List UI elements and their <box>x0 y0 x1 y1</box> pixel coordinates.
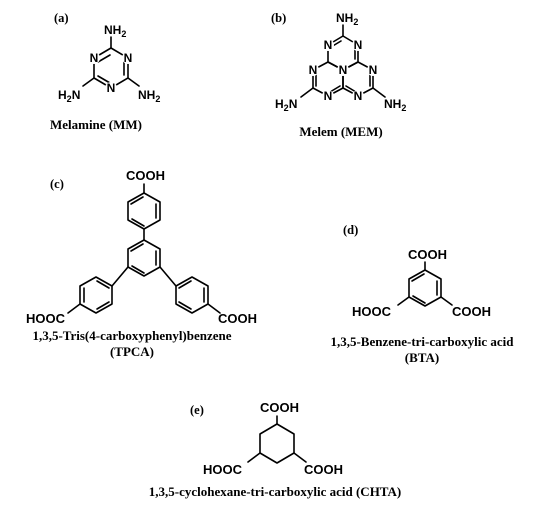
bta-caption-line2: (BTA) <box>405 350 439 365</box>
bta-bonds <box>397 261 453 307</box>
panel-d-bta: (d) COOH COOH HOOC 1,3,5-Benzene-tri-car… <box>330 223 514 365</box>
atom-n: N <box>354 38 363 52</box>
carboxyl-group: COOH <box>218 311 257 326</box>
panel-b-label: (b) <box>271 11 286 25</box>
atom-n: N <box>107 81 116 95</box>
chta-bonds <box>247 415 307 464</box>
melem-bonds <box>300 24 386 98</box>
atom-n: N <box>369 63 378 77</box>
panel-a-label: (a) <box>54 11 69 25</box>
amine-group: NH2 <box>336 11 358 27</box>
melamine-atoms: N N N NH2 NH2 H2N <box>58 23 160 104</box>
tpca-caption-line1: 1,3,5-Tris(4-carboxyphenyl)benzene <box>32 328 231 343</box>
atom-n: N <box>124 51 133 65</box>
melem-atoms: N N N N N N N NH2 NH2 H2N <box>275 11 406 113</box>
chta-groups: COOH COOH HOOC <box>203 400 343 477</box>
carboxyl-group: HOOC <box>26 311 66 326</box>
panel-d-label: (d) <box>343 223 358 237</box>
tpca-caption-line2: (TPCA) <box>110 344 154 359</box>
tpca-bonds <box>67 183 221 314</box>
atom-n: N <box>324 89 333 103</box>
panel-b-melem: (b) N N N N N N N <box>271 11 406 139</box>
atom-n: N <box>354 89 363 103</box>
amine-group: H2N <box>275 97 297 113</box>
carboxyl-group: HOOC <box>352 304 392 319</box>
carboxyl-group: COOH <box>304 462 343 477</box>
atom-n: N <box>324 38 333 52</box>
atom-n: N <box>309 63 318 77</box>
bta-caption-line1: 1,3,5-Benzene-tri-carboxylic acid <box>330 334 514 349</box>
atom-n: N <box>90 51 99 65</box>
panel-c-label: (c) <box>50 177 64 191</box>
chta-caption: 1,3,5-cyclohexane-tri-carboxylic acid (C… <box>149 484 401 499</box>
panel-e-label: (e) <box>190 403 204 417</box>
panel-e-chta: (e) COOH COOH HOOC 1,3,5-cyclohexane-tri… <box>149 400 401 499</box>
panel-c-tpca: (c) <box>26 168 257 359</box>
melem-caption: Melem (MEM) <box>299 124 382 139</box>
tpca-groups: COOH COOH HOOC <box>26 168 257 326</box>
amine-group: NH2 <box>104 23 126 39</box>
carboxyl-group: COOH <box>126 168 165 183</box>
carboxyl-group: COOH <box>452 304 491 319</box>
panel-a-melamine: (a) N N N NH2 NH2 H2N Melamine (MM) <box>50 11 160 132</box>
amine-group: NH2 <box>138 88 160 104</box>
melamine-caption: Melamine (MM) <box>50 117 142 132</box>
carboxyl-group: COOH <box>408 247 447 262</box>
carboxyl-group: HOOC <box>203 462 243 477</box>
carboxyl-group: COOH <box>260 400 299 415</box>
amine-group: H2N <box>58 88 80 104</box>
amine-group: NH2 <box>384 97 406 113</box>
bta-groups: COOH COOH HOOC <box>352 247 491 319</box>
atom-n: N <box>339 63 348 77</box>
